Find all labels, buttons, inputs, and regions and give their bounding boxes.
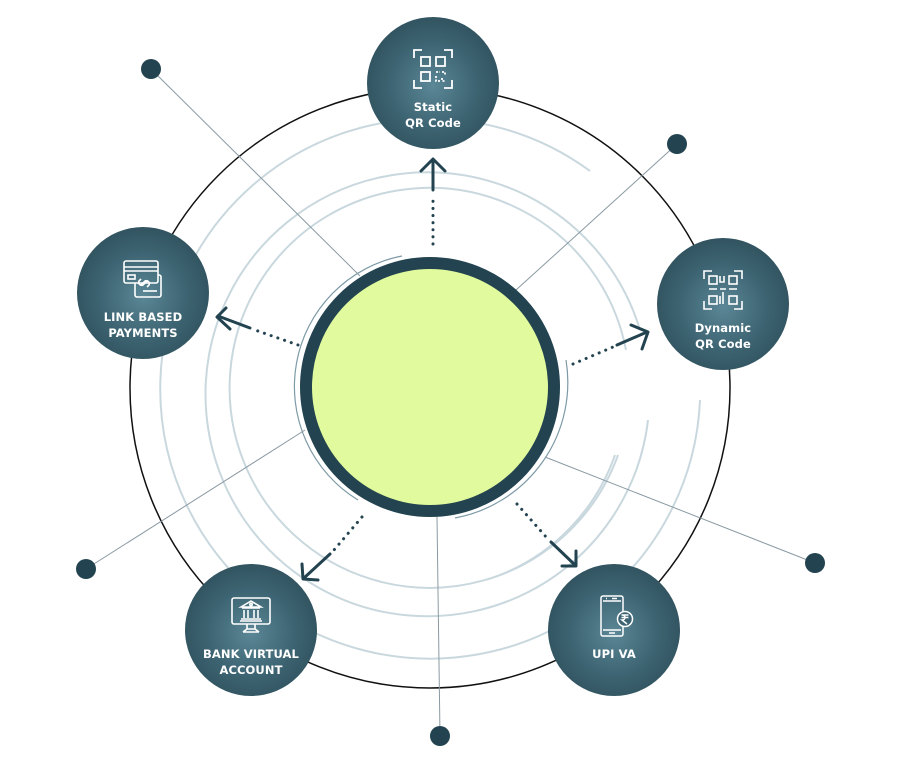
spoke-end-dot <box>805 553 825 573</box>
arrow-to-static-qr <box>419 157 447 246</box>
node-label: UPI VA <box>592 647 636 661</box>
bank-monitor-icon <box>231 597 271 633</box>
spoke-end-dot <box>430 726 450 746</box>
center-hub <box>300 257 560 517</box>
mobile-rupee-icon <box>600 595 634 637</box>
node-static-qr-code[interactable]: Static QR Code <box>367 17 499 149</box>
node-label: LINK BASED PAYMENTS <box>103 310 183 340</box>
arrow-to-dynamic-qr <box>571 323 650 366</box>
node-label: BANK VIRTUAL ACCOUNT <box>203 647 299 677</box>
qr-code-icon <box>413 49 453 89</box>
dynamic-qr-code-icon <box>703 270 743 310</box>
payment-link-cards-icon <box>123 260 162 298</box>
node-bank-virtual-account[interactable]: BANK VIRTUAL ACCOUNT <box>185 564 317 696</box>
spoke-end-dot <box>667 134 687 154</box>
node-label: Dynamic QR Code <box>694 321 752 351</box>
spoke-end-dot <box>76 559 96 579</box>
node-label: Static QR Code <box>405 100 461 130</box>
spoke-end-dot <box>141 59 161 79</box>
node-upi-va[interactable]: UPI VA <box>548 564 680 696</box>
arrow-to-bank-virtual <box>300 515 364 582</box>
node-dynamic-qr-code[interactable]: Dynamic QR Code <box>657 238 789 370</box>
arrow-to-link-based <box>215 306 300 347</box>
decorative-spokes <box>85 68 816 737</box>
arrow-to-upi-va <box>515 502 578 568</box>
node-link-based-payments[interactable]: LINK BASED PAYMENTS <box>77 227 209 359</box>
